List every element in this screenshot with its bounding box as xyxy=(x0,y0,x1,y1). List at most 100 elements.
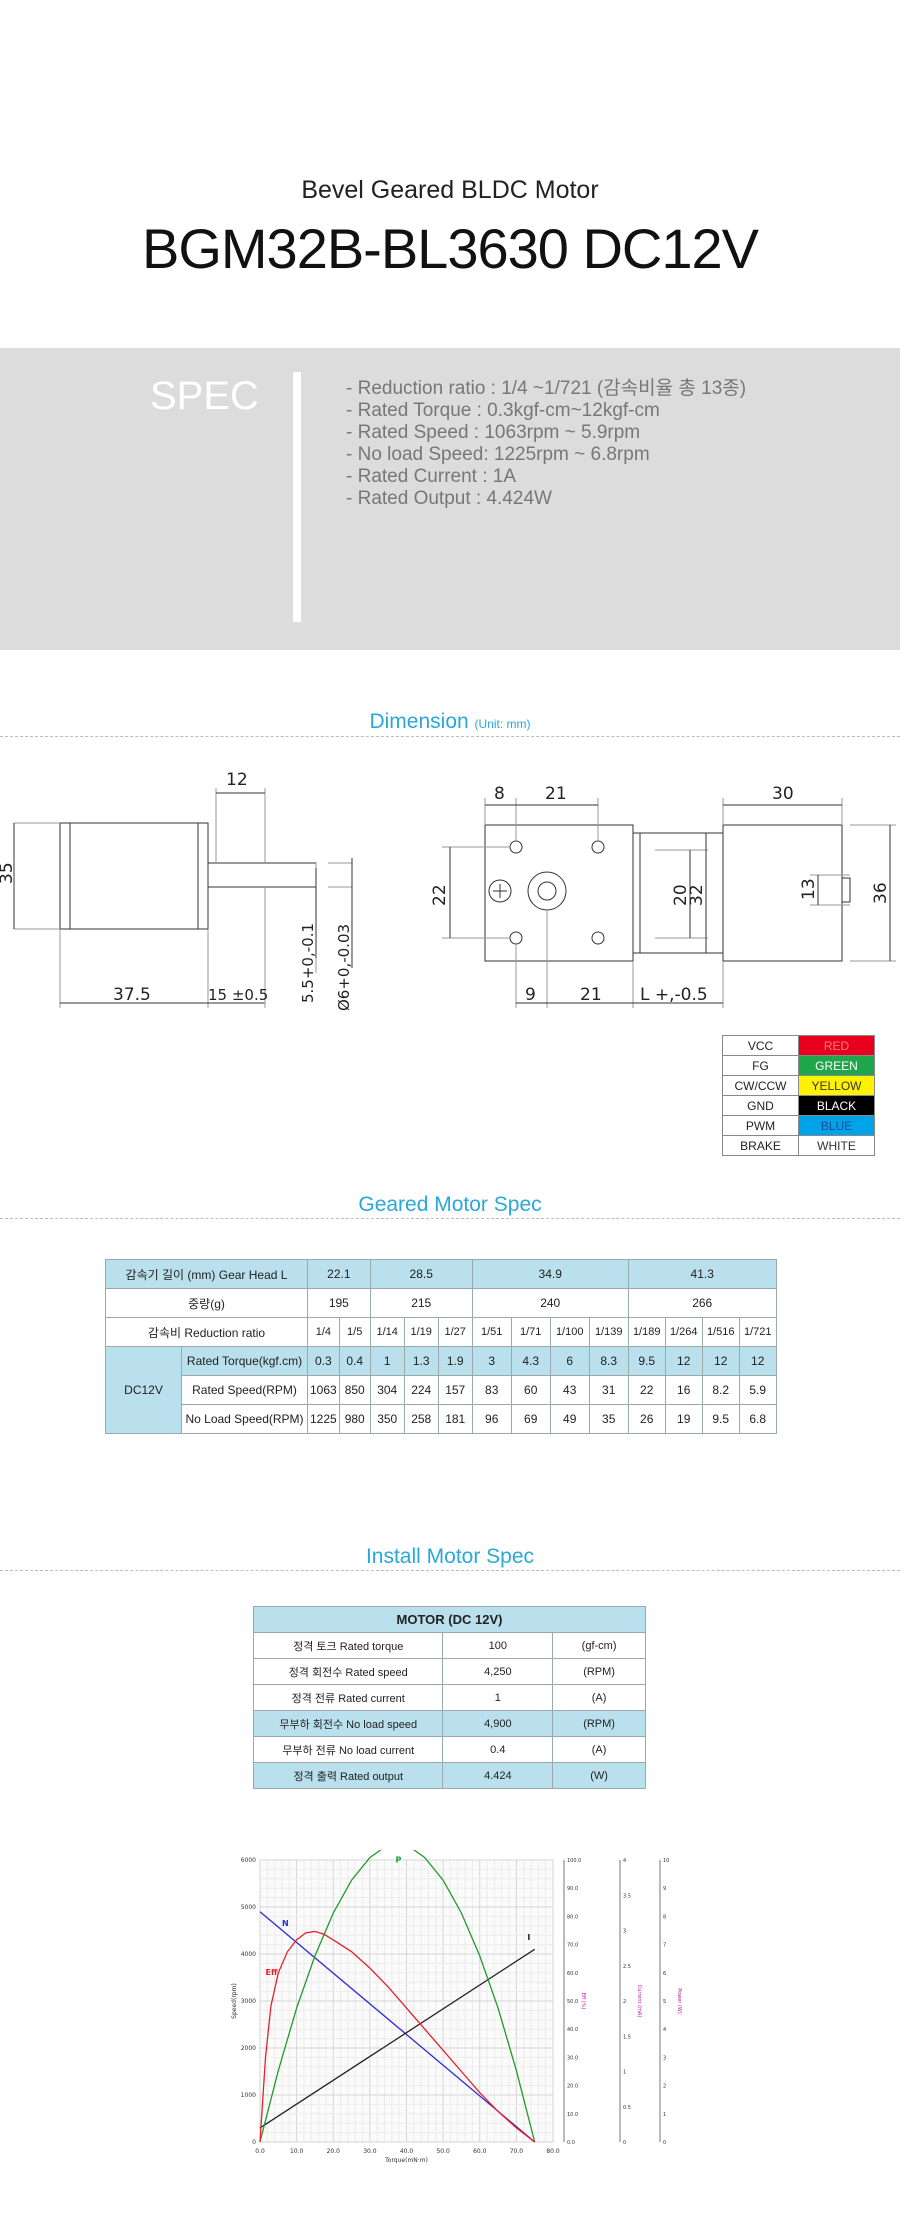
install-spec-unit: (RPM) xyxy=(552,1710,646,1737)
value-cell: 8.3 xyxy=(588,1346,629,1376)
value-cell: 60 xyxy=(510,1375,551,1405)
install-spec-label: 정격 회전수 Rated speed xyxy=(252,1658,444,1685)
dim-L: L +,-0.5 xyxy=(640,985,708,1005)
secondary-tick-label: 1 xyxy=(623,2070,626,2076)
geared-spec-title: Geared Motor Spec xyxy=(358,1193,542,1216)
ratio-cell: 1/14 xyxy=(369,1317,405,1347)
secondary-axis-label: Eff (%) xyxy=(580,1993,586,2010)
secondary-tick-label: 1 xyxy=(663,2112,666,2118)
value-cell: 22 xyxy=(627,1375,666,1405)
product-subtitle: Bevel Geared BLDC Motor xyxy=(301,176,599,204)
install-spec-value: 0.4 xyxy=(442,1736,554,1763)
voltage-group: DC12V xyxy=(105,1346,182,1434)
value-cell: 1.9 xyxy=(437,1346,473,1376)
secondary-tick-label: 10.0 xyxy=(567,2112,578,2118)
product-title: BGM32B-BL3630 DC12V xyxy=(141,217,759,280)
weight-cell: 215 xyxy=(369,1288,473,1318)
ratio-cell: 1/71 xyxy=(510,1317,551,1347)
x-tick-label: 40.0 xyxy=(400,2148,414,2155)
secondary-tick-label: 0 xyxy=(663,2140,666,2146)
front-view xyxy=(442,798,896,1008)
geared-motor-spec-table: 감속기 길이 (mm) Gear Head L 22.1 28.5 34.9 4… xyxy=(105,1259,777,1434)
secondary-tick-label: 50.0 xyxy=(567,1999,578,2005)
y-tick-label: 4000 xyxy=(241,1951,256,1958)
value-cell: 6 xyxy=(549,1346,590,1376)
value-cell: 19 xyxy=(664,1404,703,1434)
ratio-cell: 1/5 xyxy=(338,1317,371,1347)
dim-15: 15 ±0.5 xyxy=(208,986,268,1004)
value-cell: 3 xyxy=(471,1346,512,1376)
x-tick-label: 70.0 xyxy=(510,2148,524,2155)
side-view xyxy=(13,788,353,1008)
secondary-tick-label: 60.0 xyxy=(567,1971,578,1977)
secondary-tick-label: 2 xyxy=(663,2084,666,2090)
install-spec-value: 4.424 xyxy=(442,1762,554,1789)
divider xyxy=(0,1218,900,1219)
ratio-cell: 1/100 xyxy=(549,1317,590,1347)
spec-item: - Reduction ratio : 1/4 ~1/721 (감속비율 총 1… xyxy=(346,378,747,399)
secondary-tick-label: 8 xyxy=(663,1914,666,1920)
ratio-cell: 1/189 xyxy=(627,1317,666,1347)
y-tick-label: 1000 xyxy=(241,2092,256,2099)
row-head-ratio: 감속비 Reduction ratio xyxy=(105,1317,308,1347)
value-cell: 980 xyxy=(338,1404,371,1434)
dim-30: 30 xyxy=(772,784,794,804)
secondary-tick-label: 4 xyxy=(623,1858,626,1864)
value-cell: 8.2 xyxy=(701,1375,740,1405)
dim-32: 32 xyxy=(687,884,707,906)
length-cell: 28.5 xyxy=(369,1259,473,1289)
value-cell: 850 xyxy=(338,1375,371,1405)
wire-signal: BRAKE xyxy=(722,1135,799,1156)
install-spec-label: 정격 출력 Rated output xyxy=(252,1762,444,1789)
dimension-title: Dimension (Unit: mm) xyxy=(0,710,900,734)
length-cell: 41.3 xyxy=(627,1259,777,1289)
dim-35: 35 xyxy=(0,862,17,884)
value-cell: 49 xyxy=(549,1404,590,1434)
secondary-tick-label: 0.5 xyxy=(623,2105,631,2111)
weight-cell: 266 xyxy=(627,1288,777,1318)
install-spec-unit: (RPM) xyxy=(552,1658,646,1685)
wire-signal: FG xyxy=(722,1055,799,1076)
series-label: N xyxy=(282,1919,289,1928)
value-cell: 43 xyxy=(549,1375,590,1405)
secondary-axis-label: Current (mA) xyxy=(636,1985,642,2018)
value-cell: 69 xyxy=(510,1404,551,1434)
y-tick-label: 2000 xyxy=(241,2045,256,2052)
secondary-tick-label: 100.0 xyxy=(567,1858,581,1864)
value-cell: 1 xyxy=(369,1346,405,1376)
spec-label: SPEC xyxy=(150,374,259,418)
row-label: No Load Speed(RPM) xyxy=(181,1404,308,1434)
x-tick-label: 30.0 xyxy=(363,2148,377,2155)
value-cell: 1.3 xyxy=(403,1346,439,1376)
install-spec-unit: (gf-cm) xyxy=(552,1632,646,1659)
secondary-tick-label: 80.0 xyxy=(567,1914,578,1920)
x-tick-label: 10.0 xyxy=(290,2148,304,2155)
value-cell: 83 xyxy=(471,1375,512,1405)
secondary-tick-label: 6 xyxy=(663,1971,666,1977)
dim-21-top: 21 xyxy=(545,784,567,804)
spec-item: - Rated Current : 1A xyxy=(346,466,517,487)
series-label: P xyxy=(396,1855,402,1864)
dim-20: 20 xyxy=(671,884,691,906)
series-line-n xyxy=(259,1911,536,2143)
value-cell: 258 xyxy=(403,1404,439,1434)
value-cell: 35 xyxy=(588,1404,629,1434)
value-cell: 157 xyxy=(437,1375,473,1405)
value-cell: 9.5 xyxy=(627,1346,666,1376)
secondary-tick-label: 2.5 xyxy=(623,1964,631,1970)
secondary-tick-label: 4 xyxy=(663,2027,666,2033)
weight-cell: 240 xyxy=(471,1288,629,1318)
series-line-i xyxy=(259,1948,536,2129)
secondary-tick-label: 40.0 xyxy=(567,2027,578,2033)
ratio-cell: 1/516 xyxy=(701,1317,740,1347)
